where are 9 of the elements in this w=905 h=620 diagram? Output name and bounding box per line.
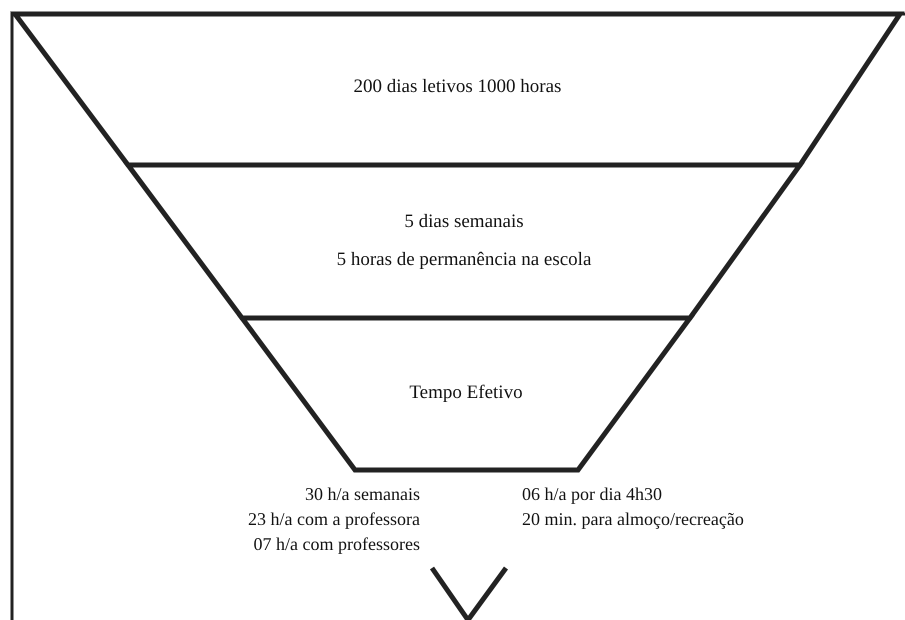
note-text: 30 h/a semanais [305, 484, 420, 505]
band-text: Tempo Efetivo [408, 382, 524, 404]
note-text: 07 h/a com professores [254, 534, 420, 555]
note-text: 23 h/a com a professora [248, 509, 420, 530]
band-text: 5 dias semanais [403, 211, 525, 233]
band-text: 5 horas de permanência na escola [336, 249, 592, 271]
note-text: 20 min. para almoço/recreação [522, 509, 744, 530]
band-text: 200 dias letivos 1000 horas [352, 76, 562, 98]
note-text: 06 h/a por dia 4h30 [522, 484, 662, 505]
